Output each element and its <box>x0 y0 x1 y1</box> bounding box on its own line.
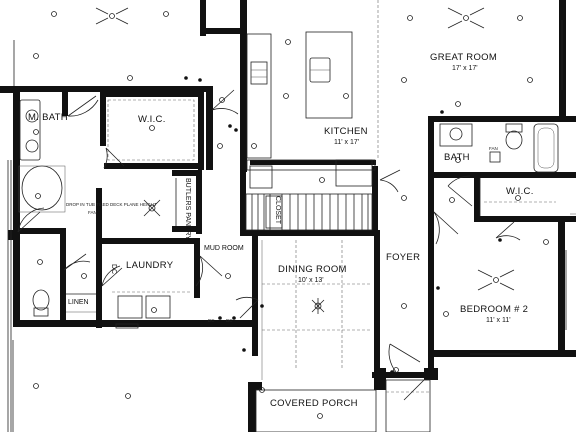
fan-icon-great-room <box>447 7 485 29</box>
bath-toilet <box>505 130 523 150</box>
wall-wic2-left <box>474 172 480 222</box>
fixtures <box>7 0 576 432</box>
wall-laundry-top <box>102 238 200 244</box>
note-fan-bath: FAN <box>489 146 498 151</box>
wic-shelving <box>107 99 195 161</box>
note-fan-mbath: FAN <box>88 210 97 215</box>
wall-stair-right <box>372 166 378 236</box>
label-wic-master: W.I.C. <box>138 114 166 125</box>
wall-linen-left <box>60 228 66 324</box>
vanity <box>19 99 41 161</box>
wall-dining-left <box>252 236 258 356</box>
label-closet: CLOSET <box>274 196 281 225</box>
wall-pantry-right <box>196 170 202 234</box>
wall-closet-left <box>240 166 246 236</box>
kitchen-island <box>305 31 353 119</box>
wall-top-left-vertical <box>200 0 206 36</box>
room-labels: GREAT ROOM 17' x 17' M. BATH W.I.C. KITC… <box>28 52 534 409</box>
dims-great-room: 17' x 17' <box>452 65 478 72</box>
label-kitchen: KITCHEN <box>324 126 368 137</box>
wall-bedroom-bottom <box>434 350 576 357</box>
wall-hall-right <box>206 86 213 170</box>
wall-top-stub <box>200 28 246 34</box>
label-butlers-pantry: BUTLERS PANTRY <box>184 178 191 240</box>
label-great-room: GREAT ROOM <box>430 52 497 63</box>
annotations: FAN FAN DC DC DC DROP IN TUB TILED DECK … <box>66 146 498 323</box>
wall-porch-pillar <box>374 368 386 390</box>
wall-bath-top <box>428 116 576 122</box>
washer <box>117 295 143 319</box>
wall-bedroom-left <box>428 116 434 378</box>
wall-laundry-left <box>96 188 102 328</box>
label-foyer: FOYER <box>386 252 420 263</box>
wall-laundry-right <box>194 238 200 298</box>
staircase <box>245 193 373 231</box>
wall-bedroom-right <box>558 222 565 352</box>
wall-bath-bottom <box>428 172 576 178</box>
wall-pantry-bottom <box>172 226 202 232</box>
wall-porch-corner-left <box>248 382 262 390</box>
kitchen-counter-left <box>246 33 272 159</box>
bathtub <box>21 165 63 211</box>
dims-bedroom-2: 11' x 11' <box>486 317 511 324</box>
doors <box>17 89 521 401</box>
wall-wic-top <box>100 92 204 97</box>
wall-wic-right <box>198 92 204 170</box>
label-wic-2: W.I.C. <box>506 186 534 197</box>
switch-symbols <box>184 76 502 374</box>
note-dc-laundry: DC <box>110 264 117 274</box>
wall-great-right <box>559 0 566 118</box>
sink-2 <box>25 139 39 153</box>
door-mbath <box>67 95 99 117</box>
light-icon-wic <box>143 199 161 217</box>
wall-pantry-top <box>172 170 202 176</box>
wall-left-jog <box>8 230 20 240</box>
label-m-bath: M. BATH <box>28 112 68 123</box>
wall-bottom-left <box>13 320 253 327</box>
fan-icon-bedroom <box>477 269 515 291</box>
fridge <box>249 165 273 189</box>
toilet <box>32 289 50 311</box>
label-dining-room: DINING ROOM <box>278 264 347 275</box>
wall-wic-left <box>100 86 106 146</box>
wall-left-top <box>0 86 20 93</box>
wall-dining-top <box>240 230 380 236</box>
wall-foyer-bottom <box>372 372 430 378</box>
bath-sink <box>449 127 463 141</box>
note-dc-mud-2: DC <box>226 318 233 323</box>
wall-master-top <box>13 86 213 92</box>
bath-tub <box>533 123 559 173</box>
light-fixtures <box>33 11 549 419</box>
wall-wic-bottom <box>104 163 202 169</box>
wall-dining-right <box>374 236 380 368</box>
note-dc-mud: DC <box>208 318 215 323</box>
label-covered-porch: COVERED PORCH <box>270 398 358 409</box>
dims-kitchen: 11' x 17' <box>334 139 359 146</box>
label-mud-room: MUD ROOM <box>204 245 244 252</box>
wall-wic2-bottom <box>474 216 576 222</box>
note-shower: DROP IN TUB TILED DECK PLANE HEIGHT <box>66 202 157 207</box>
dims-dining-room: 10' x 13' <box>298 277 324 284</box>
wall-mbath-div-top <box>62 86 68 116</box>
label-bedroom-2: BEDROOM # 2 <box>460 304 528 315</box>
cooktop <box>250 61 268 85</box>
bath-vanity <box>439 123 473 147</box>
wall-mbath-left <box>13 162 19 232</box>
chandelier-icon <box>311 298 325 314</box>
label-laundry: LAUNDRY <box>126 260 174 271</box>
wall-porch-left <box>248 382 256 432</box>
wall-stair-top <box>250 160 376 165</box>
sink-1 <box>25 109 39 123</box>
label-linen: LINEN <box>68 299 89 306</box>
dining-ceiling-grid <box>261 240 372 380</box>
wall-toilet-top <box>18 228 62 234</box>
wall-kitchen-left <box>240 0 247 172</box>
dryer <box>145 295 171 319</box>
label-bath: BATH <box>444 152 470 163</box>
fan-icon-master <box>95 7 129 25</box>
